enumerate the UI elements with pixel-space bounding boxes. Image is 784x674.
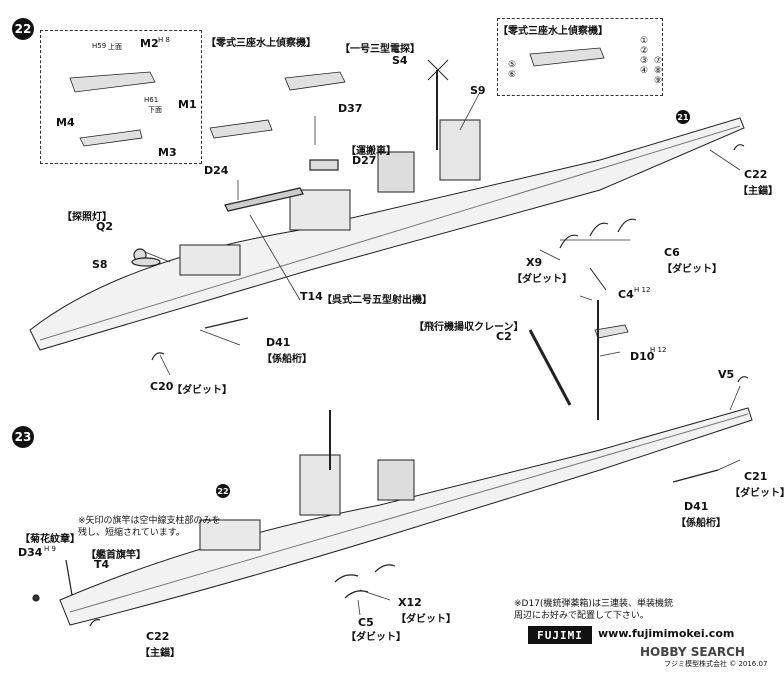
inset-number-9: ⑨ (654, 76, 663, 86)
title-zero-recon: 【零式三座水上偵察機】 (206, 38, 316, 49)
leader-lines-step22 (139, 91, 741, 376)
part-X12: X12 (398, 596, 422, 609)
note-ammo-line1: ※D17(機銃弾薬箱)は三連装、単装機銃 (514, 599, 673, 609)
part-M1: M1 (178, 98, 197, 111)
inset-number-6: ⑥ (508, 70, 517, 80)
ship-hull-step23 (59, 267, 753, 626)
label-anchor-c22-b: 【主錨】 (140, 648, 180, 659)
part-C5: C5 (358, 616, 374, 629)
label-catapult: 【呉式二号五型射出機】 (322, 295, 432, 306)
label-mooring-d41-b: 【係船桁】 (676, 518, 726, 529)
part-D24: D24 (204, 164, 229, 177)
part-H8: H 8 (158, 36, 170, 44)
part-C22-b: C22 (146, 630, 170, 643)
part-H12a: H 12 (634, 286, 651, 294)
part-V5: V5 (718, 368, 735, 381)
inset-numbers: ① ② ③ ④ (640, 36, 652, 76)
parts-drawings (131, 144, 745, 361)
part-H61: H61 (144, 96, 159, 104)
note-flagstaff: ※矢印の旗竿は空中線支柱部のみを 残し、短縮されています。 (78, 515, 221, 539)
part-D27: D27 (352, 154, 377, 167)
note-flagstaff-line1: ※矢印の旗竿は空中線支柱部のみを (78, 516, 221, 526)
part-Q2: Q2 (96, 220, 114, 233)
part-H59: H59 (92, 42, 107, 50)
ship-hull-step22 (29, 59, 745, 351)
part-S9: S9 (470, 84, 486, 97)
part-D34: D34 (18, 546, 43, 559)
title-chrysanthemum: 【菊花紋章】 (20, 534, 80, 545)
title-radar: 【一号三型電探】 (340, 44, 420, 55)
part-C20: C20 (150, 380, 174, 393)
aircraft-assembly-box (40, 30, 202, 164)
label-lower: 下面 (148, 106, 162, 114)
part-H9: H 9 (44, 545, 56, 553)
label-davit-c5: 【ダビット】 (346, 632, 406, 643)
inset-box (497, 18, 663, 96)
inset-number-1: ① (640, 36, 649, 46)
part-M2: M2 (140, 37, 159, 50)
part-C6: C6 (664, 246, 680, 259)
label-anchor-c22: 【主錨】 (738, 186, 778, 197)
label-mooring-d41: 【係船桁】 (262, 354, 312, 365)
title-searchlight: 【探照灯】 (62, 212, 112, 223)
leader-lines-step23 (357, 295, 741, 616)
label-davit-x12: 【ダビット】 (396, 614, 456, 625)
inset-numbers-left: ⑤ ⑥ (508, 60, 516, 80)
label-davit-c21: 【ダビット】 (730, 488, 784, 499)
part-T14: T14 (300, 290, 323, 303)
copyright-text: フジミ模型株式会社 © 2016.07 (664, 660, 768, 668)
label-upper: 上面 (108, 43, 122, 51)
ref-marker-22: 22 (216, 484, 230, 498)
part-M3: M3 (158, 146, 177, 159)
label-davit-c6: 【ダビット】 (662, 264, 722, 275)
part-S8: S8 (92, 258, 108, 271)
part-T4: T4 (94, 558, 110, 571)
title-crane: 【飛行機揚収クレーン】 (414, 322, 524, 333)
part-C4: C4 (618, 288, 634, 301)
website-url[interactable]: www.fujimimokei.com (598, 627, 735, 640)
part-D10: D10 (630, 350, 655, 363)
part-H12b: H 12 (650, 346, 667, 354)
part-D41-b: D41 (684, 500, 709, 513)
label-davit-c20: 【ダビット】 (172, 385, 232, 396)
step-number-23: 23 (12, 426, 34, 448)
step-number-22: 22 (12, 18, 34, 40)
part-C21: C21 (744, 470, 768, 483)
title-transport: 【運搬車】 (346, 146, 396, 157)
inset-number-3: ③ (640, 56, 649, 66)
part-M4: M4 (56, 116, 75, 129)
fujimi-logo: FUJIMI (528, 626, 592, 644)
inset-number-4: ④ (640, 66, 649, 76)
part-D37: D37 (338, 102, 363, 115)
part-C2: C2 (496, 330, 512, 343)
title-bow-flag: 【艦首旗竿】 (86, 550, 146, 561)
note-flagstaff-line2: 残し、短縮されています。 (78, 528, 185, 538)
label-davit-x9: 【ダビット】 (512, 274, 572, 285)
inset-number-5: ⑤ (508, 60, 517, 70)
part-S4: S4 (392, 54, 408, 67)
part-C22: C22 (744, 168, 768, 181)
inset-number-2: ② (640, 46, 649, 56)
ref-marker-21: 21 (676, 110, 690, 124)
note-ammo-line2: 周辺にお好みで配置して下さい。 (514, 611, 649, 621)
watermark-hobby-search: HOBBY SEARCH (640, 645, 745, 659)
part-X9: X9 (526, 256, 543, 269)
aircraft-drawings (69, 47, 629, 339)
note-ammo-box: ※D17(機銃弾薬箱)は三連装、単装機銃 周辺にお好みで配置して下さい。 (514, 598, 673, 622)
inset-number-8: ⑧ (654, 66, 663, 76)
part-D41: D41 (266, 336, 291, 349)
inset-numbers-right: ⑦ ⑧ ⑨ (654, 56, 662, 86)
parts-drawings-step23 (32, 376, 749, 627)
title-zero-recon-inset: 【零式三座水上偵察機】 (498, 26, 608, 37)
inset-number-7: ⑦ (654, 56, 663, 66)
